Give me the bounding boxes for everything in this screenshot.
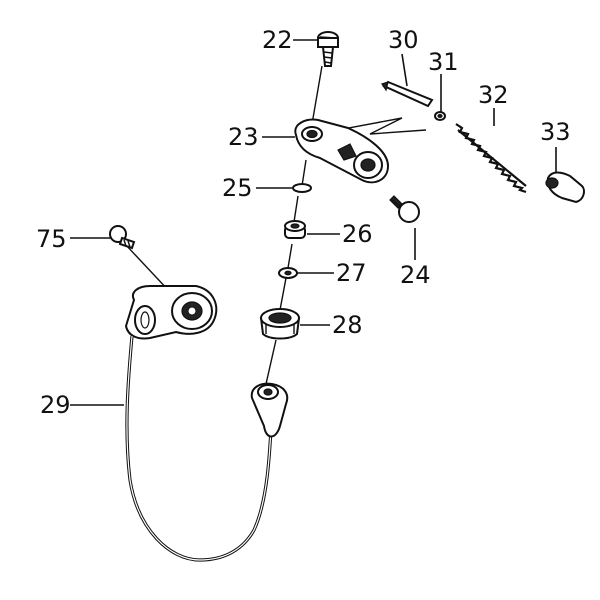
part-75-screw — [109, 225, 136, 250]
part-31-washer — [434, 111, 446, 121]
callout-75: 75 — [36, 225, 67, 253]
part-32-spring — [455, 123, 527, 194]
part-33-cap — [545, 171, 585, 204]
part-30-pin — [381, 80, 434, 108]
callout-26: 26 — [342, 220, 373, 248]
callout-23: 23 — [228, 123, 259, 151]
part-22-screw — [317, 31, 339, 67]
part-29-cable — [124, 285, 289, 562]
callout-24: 24 — [400, 261, 431, 289]
assembly-centerlines — [124, 65, 427, 385]
part-25-ring — [292, 183, 312, 193]
callout-25: 25 — [222, 174, 253, 202]
callout-28: 28 — [332, 311, 363, 339]
callout-32: 32 — [478, 81, 509, 109]
callout-30: 30 — [388, 26, 419, 54]
part-27-washer — [278, 267, 298, 279]
callout-27: 27 — [336, 259, 367, 287]
callout-33: 33 — [540, 118, 571, 146]
part-24-shoulder-screw — [389, 195, 420, 223]
part-28-collar — [259, 308, 301, 340]
callout-29: 29 — [40, 391, 71, 419]
part-26-bushing — [284, 220, 306, 239]
callout-31: 31 — [428, 48, 459, 76]
part-23-lever-arm — [294, 118, 390, 184]
leader-lines — [70, 39, 557, 406]
callout-22: 22 — [262, 26, 293, 54]
